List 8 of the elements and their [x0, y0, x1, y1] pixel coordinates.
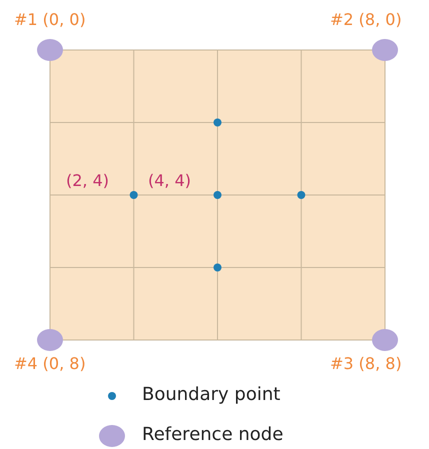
corner-coordinate-label: #3 (8, 8)	[330, 356, 402, 372]
point-coordinate-label: (2, 4)	[66, 173, 110, 189]
corner-coordinate-label: #4 (0, 8)	[14, 356, 86, 372]
legend-label: Reference node	[142, 426, 284, 444]
point-coordinate-label: (4, 4)	[148, 173, 192, 189]
legend-label: Boundary point	[142, 386, 280, 404]
corner-coordinate-label: #2 (8, 0)	[330, 12, 402, 28]
corner-coordinate-label: #1 (0, 0)	[14, 12, 86, 28]
